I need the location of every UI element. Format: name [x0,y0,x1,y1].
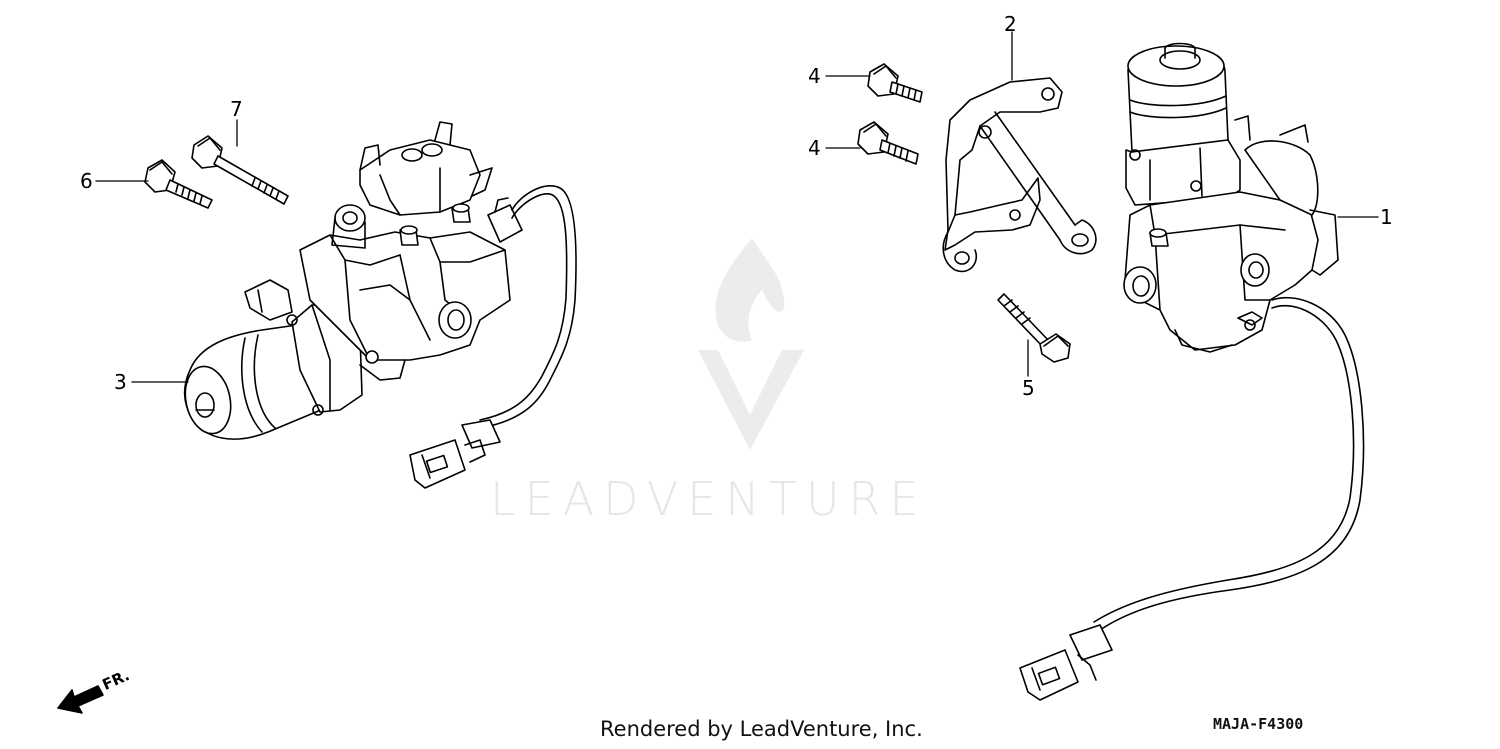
callout-5: 5 [1022,376,1035,400]
callout-1: 1 [1380,205,1393,229]
callout-4-upper: 4 [808,64,821,88]
bolt-7 [191,135,289,205]
callout-7: 7 [230,97,243,121]
bracket-2 [942,77,1097,273]
bolt-6 [144,159,213,209]
bolt-4-lower [857,121,919,165]
watermark-text: LEADVENTURE [490,472,928,526]
callout-6: 6 [80,169,93,193]
callout-4-lower: 4 [808,136,821,160]
front-direction-arrow-icon [57,685,104,714]
callout-3: 3 [114,370,127,394]
right-wire-harness [1019,296,1365,701]
bolt-4-upper [867,63,923,103]
callout-2: 2 [1004,12,1017,36]
left-modulator-assembly [183,121,523,440]
diagram-code: MAJA-F4300 [1213,715,1304,733]
bolt-5 [997,293,1071,363]
left-wire-harness [409,185,577,489]
leader-lines [95,31,1379,383]
footer-credit: Rendered by LeadVenture, Inc. [600,717,923,741]
right-modulator-assembly [1123,42,1339,353]
